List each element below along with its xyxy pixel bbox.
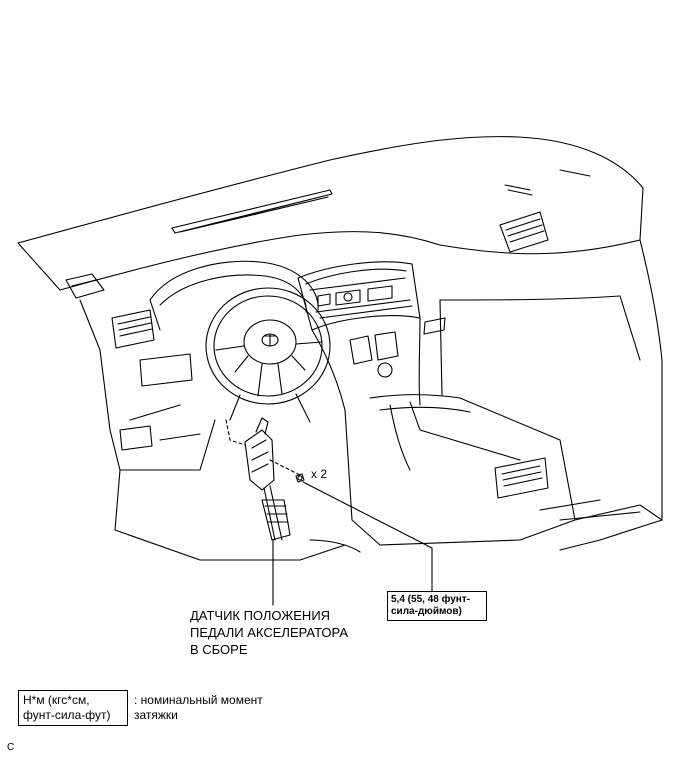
torque-spec-callout: 5,4 (55, 48 фунт-сила-дюймов) xyxy=(387,591,487,621)
instrument-cluster xyxy=(149,260,319,331)
bolt-quantity-label: x 2 xyxy=(311,467,328,481)
glove-box xyxy=(423,295,641,396)
steering-wheel xyxy=(205,287,331,405)
steering-column xyxy=(229,393,311,423)
part-name-label: ДАТЧИК ПОЛОЖЕНИЯ ПЕДАЛИ АКСЕЛЕРАТОРА В С… xyxy=(190,608,349,657)
center-console xyxy=(344,393,576,546)
mounting-nut xyxy=(295,473,305,483)
left-dash-vent xyxy=(111,309,155,349)
assembly-dashed-line xyxy=(225,419,301,476)
figure-code: C xyxy=(7,742,15,753)
right-air-vent xyxy=(499,211,549,253)
legend-units-box: Н*м (кгс*см, фунт-сила-фут) xyxy=(18,690,128,726)
accelerator-pedal xyxy=(244,417,291,541)
center-console-stack xyxy=(297,261,421,411)
dashboard-outline xyxy=(17,136,663,361)
torque-leader-line xyxy=(302,481,433,592)
legend-meaning-text: : номинальный момент затяжки xyxy=(134,693,263,722)
left-side-vent xyxy=(65,273,105,299)
floor-area xyxy=(79,299,663,561)
